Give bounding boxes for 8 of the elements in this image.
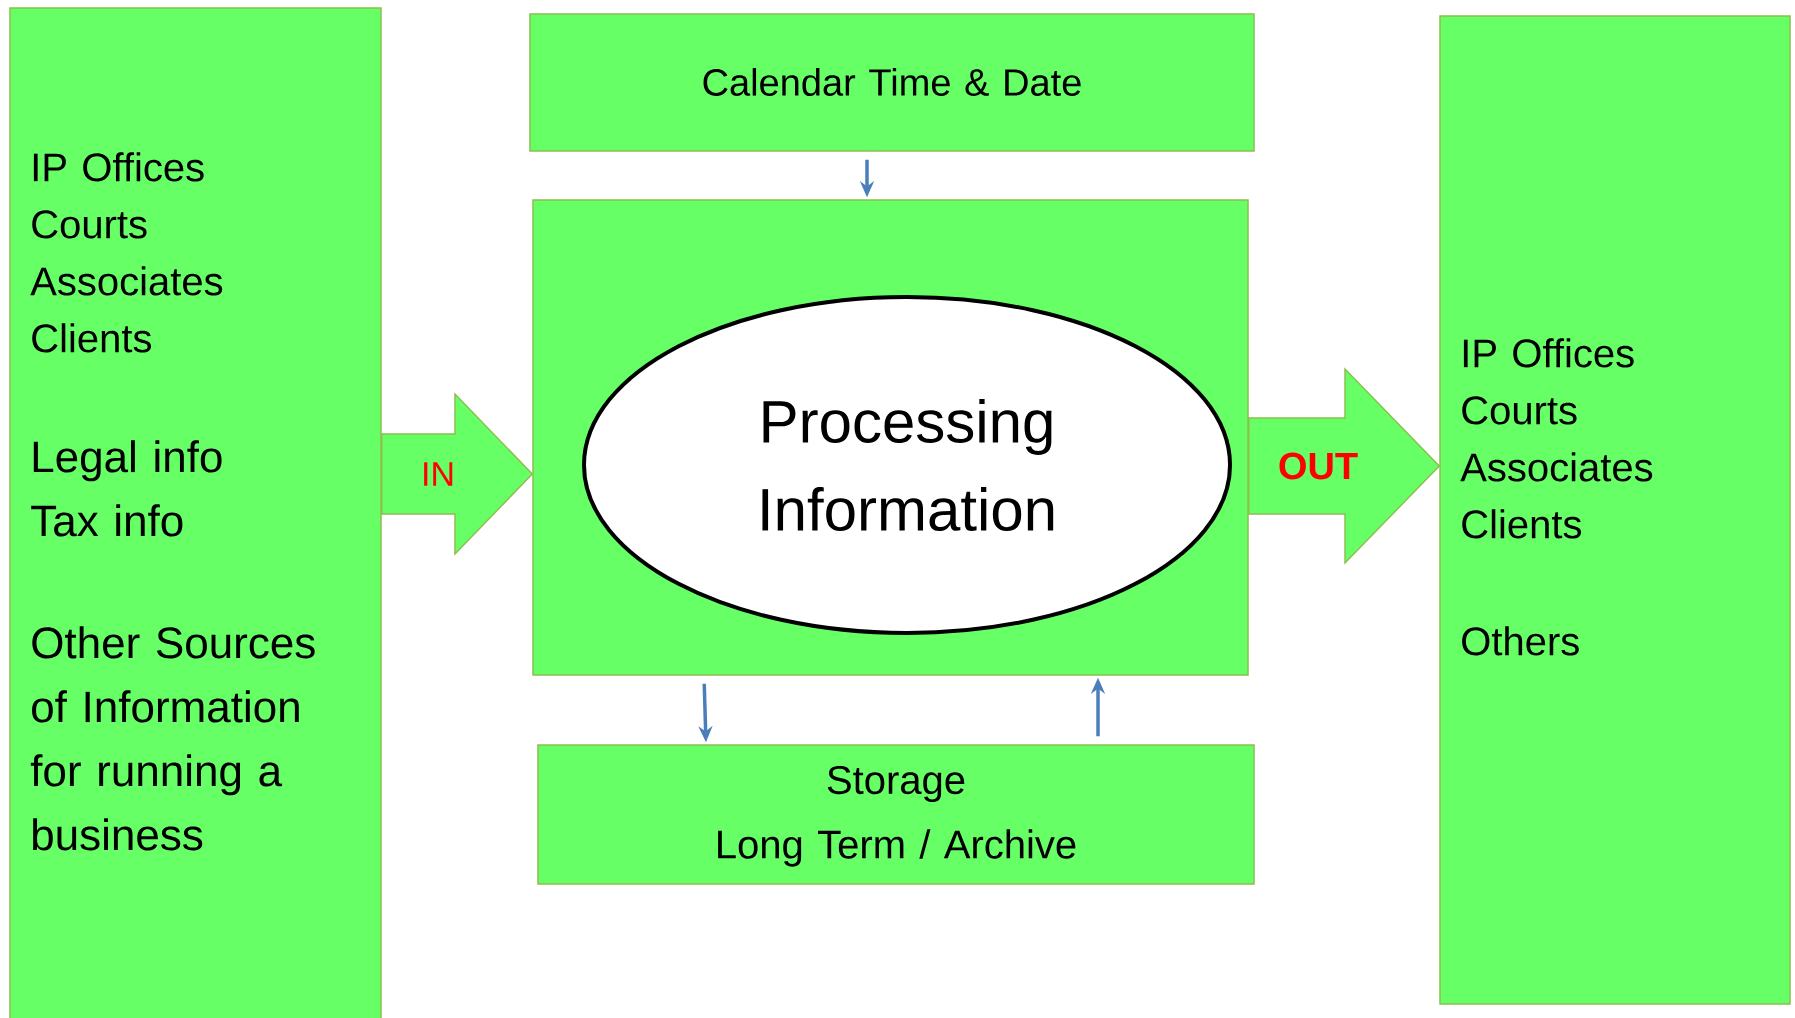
source-panel: IP Offices Courts Associates Clients Legal info Tax info Other Sources of Information for running a business	[9, 7, 382, 1018]
storage-box: Storage Long Term / Archive	[537, 744, 1255, 885]
edge-label: OUT	[1275, 450, 1361, 482]
destination-panel: IP Offices Courts Associates Clients Others	[1439, 15, 1791, 1005]
block-arrow	[381, 392, 534, 556]
edge-label: IN	[419, 460, 457, 488]
block-arrow	[1248, 367, 1441, 565]
calendar-box: Calendar Time & Date	[529, 13, 1255, 152]
